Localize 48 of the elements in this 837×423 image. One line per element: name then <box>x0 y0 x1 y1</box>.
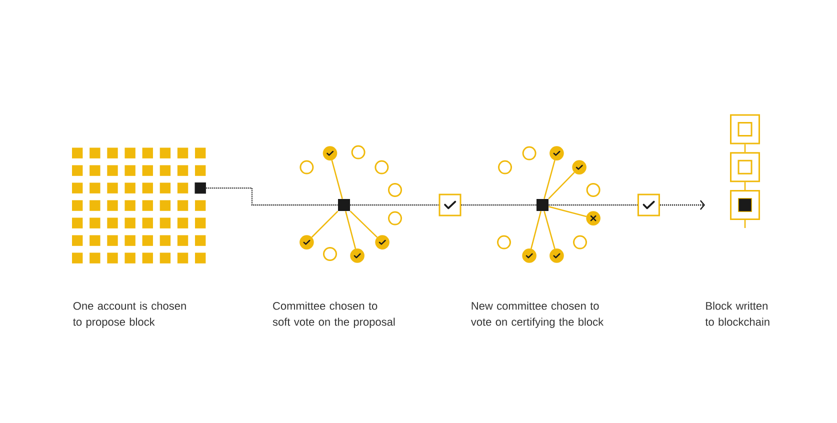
step-caption: One account is chosen to propose block <box>73 302 186 328</box>
connector-line <box>350 210 378 238</box>
connector-line <box>548 206 587 218</box>
member-circle <box>572 160 586 174</box>
chain-link <box>744 144 746 152</box>
dotted-line <box>206 187 338 206</box>
member-circle <box>323 247 337 261</box>
chain-link <box>744 220 746 228</box>
member-circle <box>300 235 314 250</box>
member-circle <box>573 235 587 250</box>
member-circle <box>388 183 402 197</box>
member-circle <box>351 145 366 160</box>
dotted-line <box>461 204 536 206</box>
step-caption: Committee chosen to soft vote on the proposal <box>272 302 395 328</box>
step-caption: New committee chosen to vote on certifying the block <box>470 302 604 328</box>
member-circle <box>586 183 600 197</box>
member-circle <box>375 235 390 250</box>
step-caption: Block written to blockchain <box>705 302 770 326</box>
block-square <box>730 152 760 182</box>
member-circle <box>522 146 536 160</box>
chain-link <box>744 182 746 190</box>
member-circle <box>586 211 600 226</box>
member-circle <box>350 248 364 263</box>
selected-square <box>194 182 206 194</box>
member-circle <box>498 160 512 174</box>
member-circle <box>522 248 536 263</box>
member-circle <box>374 160 389 174</box>
hub-square <box>338 199 350 211</box>
member-circle <box>388 211 402 226</box>
checkbox <box>637 194 660 216</box>
connector-line <box>544 160 556 199</box>
member-circle <box>550 248 564 263</box>
dotted-line <box>548 204 638 206</box>
hub-square <box>536 199 548 211</box>
dotted-line <box>350 204 439 206</box>
connector-line <box>331 160 343 199</box>
member-circle <box>322 146 338 160</box>
member-circle <box>550 146 564 160</box>
checkbox <box>438 194 462 216</box>
connector-line <box>544 211 556 249</box>
arrow <box>660 200 706 210</box>
member-circle <box>300 160 314 174</box>
connector-line <box>345 211 356 249</box>
connector-line <box>548 172 575 200</box>
block-square <box>730 114 760 144</box>
connector-line <box>530 211 542 249</box>
connector-line <box>311 210 338 238</box>
member-circle <box>497 235 511 250</box>
